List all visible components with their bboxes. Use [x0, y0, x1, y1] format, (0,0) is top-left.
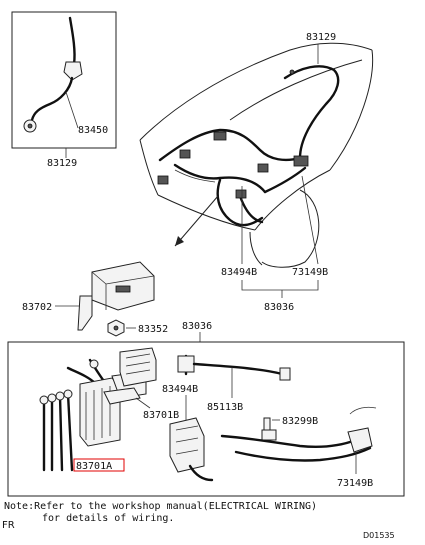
- vehicle-body-outline: [139, 42, 374, 268]
- callout-83036-upper: 83036: [264, 302, 294, 313]
- relay-box-cover: [77, 261, 155, 331]
- callout-83701A: 83701A: [76, 461, 112, 472]
- highlight-box-83701A: [73, 458, 125, 472]
- clip-83299B: [261, 417, 277, 441]
- inset-battery-cable: [11, 11, 117, 149]
- callout-83129-top: 83129: [306, 32, 336, 43]
- callout-83450: 83450: [78, 125, 108, 136]
- engine-room-harness: [157, 65, 340, 227]
- note-text: Note:Refer to the workshop manual(ELECTR…: [4, 501, 317, 525]
- cable-85113B: [192, 362, 291, 381]
- callout-85113B: 85113B: [207, 402, 243, 413]
- callout-83299B: 83299B: [282, 416, 318, 427]
- relay-holder: [103, 347, 157, 405]
- callout-83494B-lower: 83494B: [162, 384, 198, 395]
- note-line-2: for details of wiring.: [42, 513, 175, 524]
- callout-73149B-upper: 73149B: [292, 267, 328, 278]
- note-line-1: Note:Refer to the workshop manual(ELECTR…: [4, 501, 318, 512]
- front-direction-arrow: [174, 195, 219, 247]
- lower-detail-frame: [7, 341, 405, 497]
- rear-harness: [220, 406, 377, 462]
- callout-83701B: 83701B: [143, 410, 179, 421]
- callout-83036-mid: 83036: [182, 321, 212, 332]
- diagram-code: D01535: [363, 531, 395, 540]
- fr-direction-label: FR: [2, 520, 15, 531]
- callout-83129-left: 83129: [47, 158, 77, 169]
- harness-connector: [169, 354, 214, 482]
- nut: [107, 319, 125, 337]
- callout-83702: 83702: [22, 302, 52, 313]
- callout-83352: 83352: [138, 324, 168, 335]
- callout-73149B-lower: 73149B: [337, 478, 373, 489]
- callout-83494B-upper: 83494B: [221, 267, 257, 278]
